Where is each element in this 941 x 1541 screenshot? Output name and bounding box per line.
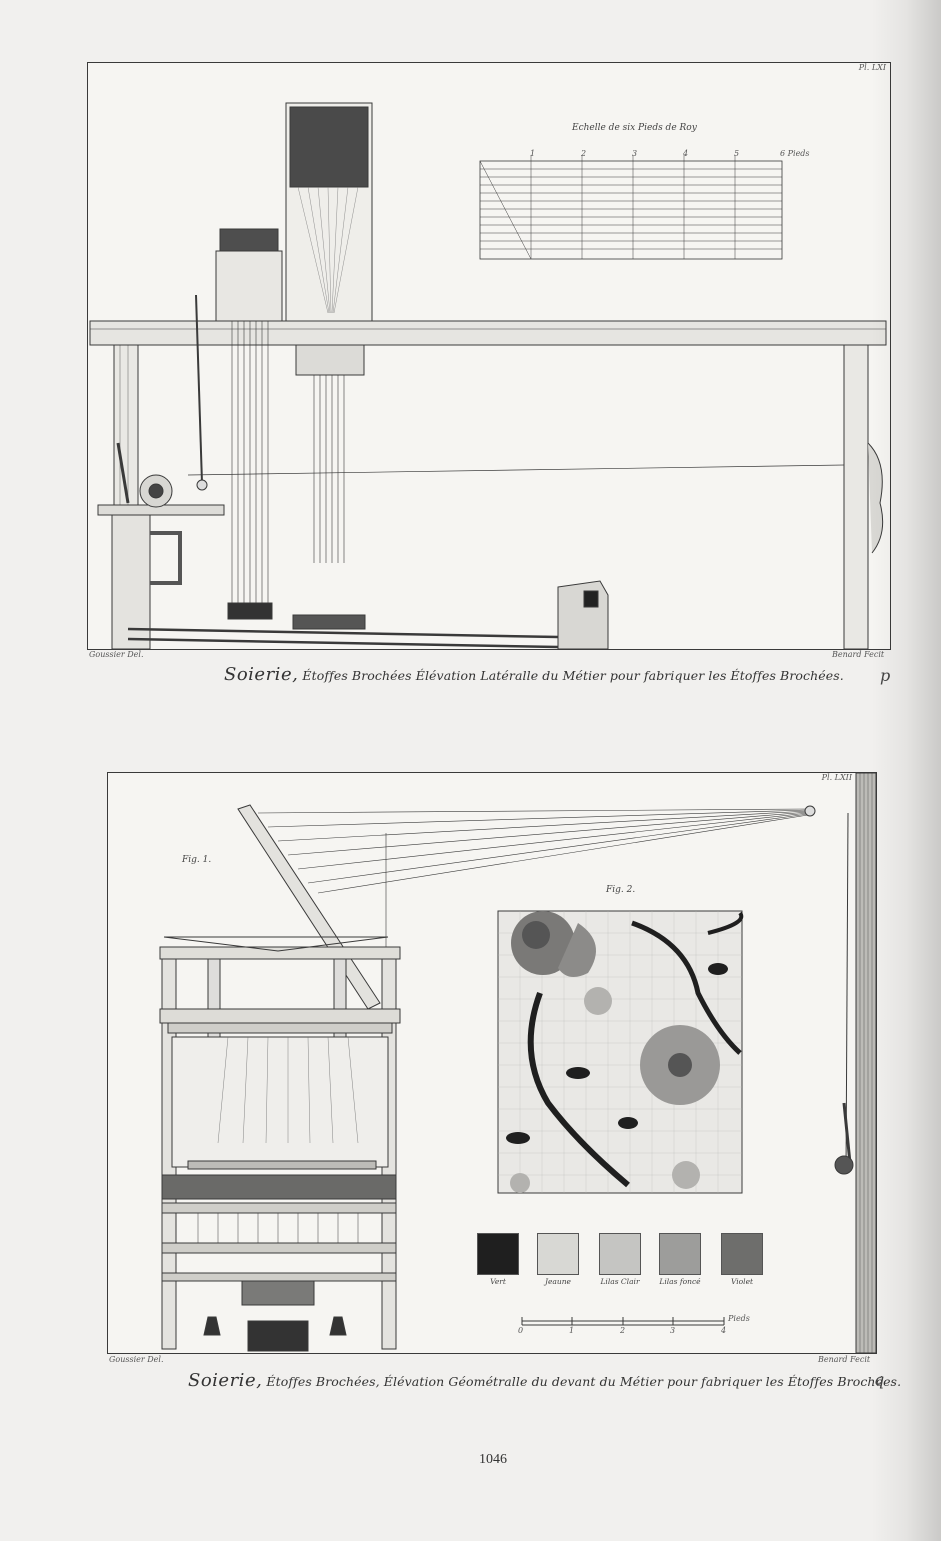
scale-number: 2 [620, 1326, 626, 1335]
swatch-violet: Violet [718, 1233, 766, 1286]
swatch-label: Vert [490, 1277, 506, 1286]
swatch-jeaune: Jeaune [534, 1233, 582, 1286]
swatch-label: Lilas foncé [659, 1277, 701, 1286]
scale-number: 3 [632, 149, 638, 158]
pattern-grid [497, 910, 744, 1194]
scale-title: Echelle de six Pieds de Roy [572, 123, 697, 133]
caption-text: Étoffes Brochées, Élévation Géométralle … [266, 1374, 902, 1389]
scale-unit: Pieds [728, 1314, 750, 1323]
plate-letter: p [880, 666, 890, 685]
swatch-color [721, 1233, 763, 1275]
plate-lxi-side-elevation: Pl. LXI Echelle de six Pieds de Roy 6 Pi… [87, 62, 891, 650]
plate-lxii-front-elevation: Pl. LXII Fig. 1. Fig. 2. Vert Jeaune Lil… [107, 772, 877, 1354]
scale-number: 0 [518, 1326, 524, 1335]
engraver-credit: Benard Fecit [818, 1355, 871, 1364]
page-number: 1046 [479, 1452, 507, 1467]
swatch-color [659, 1233, 701, 1275]
swatch-lilas-clair: Lilas Clair [596, 1233, 644, 1286]
scale-bar [521, 1317, 725, 1326]
draughtsman-credit: Goussier Del. [89, 650, 144, 659]
scale-number: 3 [670, 1326, 676, 1335]
swatch-lilas-fonce: Lilas foncé [656, 1233, 704, 1286]
fig-1-label: Fig. 1. [182, 855, 212, 865]
draughtsman-credit: Goussier Del. [109, 1355, 164, 1364]
swatch-label: Jeaune [544, 1277, 571, 1286]
swatch-color [537, 1233, 579, 1275]
swatch-label: Violet [730, 1277, 754, 1286]
scale-number: 1 [530, 149, 536, 158]
plate-caption: Soierie, Étoffes Brochées, Élévation Géo… [188, 1370, 901, 1391]
scale-number: 1 [569, 1326, 575, 1335]
scale-unit: 6 Pieds [780, 149, 810, 158]
fig-2-label: Fig. 2. [606, 885, 636, 895]
front-elevation-engraving [159, 773, 876, 1353]
caption-text: Étoffes Brochées Élévation Latéralle du … [302, 668, 844, 683]
plate-number: Pl. LXII [821, 773, 852, 782]
engraver-credit: Benard Fecit [832, 650, 885, 659]
plate-caption: Soierie, Étoffes Brochées Élévation Laté… [224, 664, 844, 685]
caption-lead: Soierie, [224, 664, 299, 685]
scale-number: 4 [721, 1326, 727, 1335]
swatch-label: Lilas Clair [600, 1277, 640, 1286]
caption-lead: Soierie, [188, 1370, 263, 1391]
scale-grid [479, 155, 783, 260]
swatch-vert: Vert [474, 1233, 522, 1286]
scale-number: 4 [683, 149, 689, 158]
swatch-color [599, 1233, 641, 1275]
plate-number: Pl. LXI [858, 63, 886, 72]
scale-number: 2 [581, 149, 587, 158]
scale-number: 5 [734, 149, 740, 158]
binding-shadow [871, 0, 941, 1541]
plate-letter: q [874, 1370, 884, 1389]
swatch-color [477, 1233, 519, 1275]
side-elevation-engraving [89, 102, 887, 649]
